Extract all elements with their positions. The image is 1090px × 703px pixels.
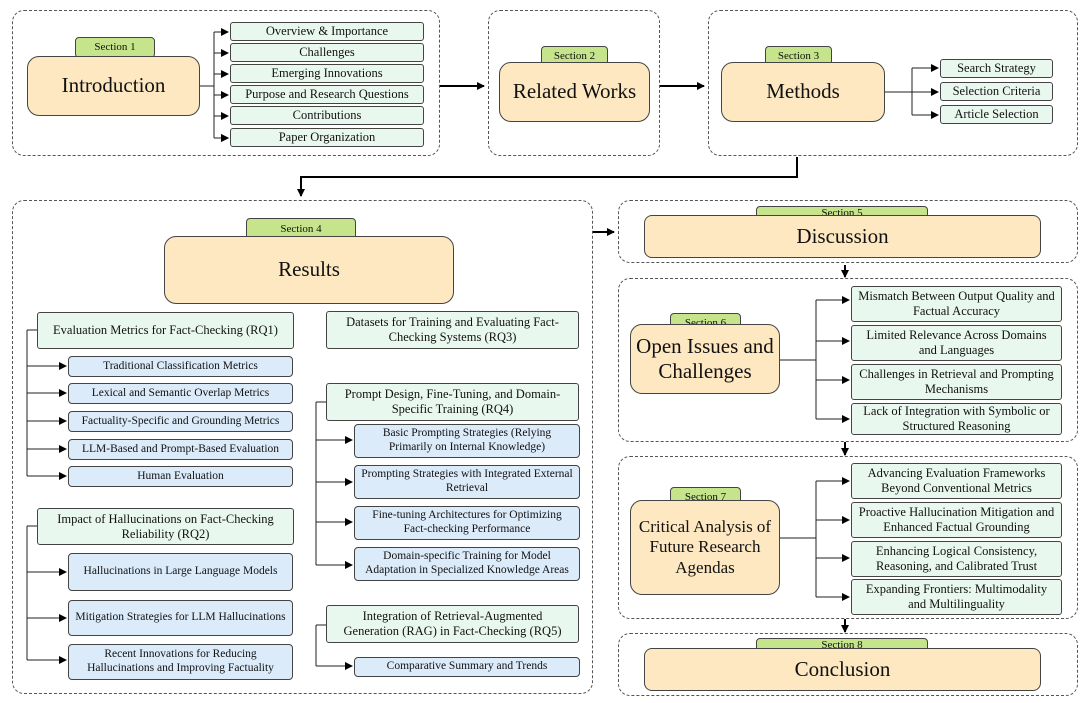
rq5-item: Comparative Summary and Trends [354, 657, 580, 677]
rq1-item: Human Evaluation [68, 466, 293, 487]
introduction-box: Introduction [27, 56, 200, 116]
rq4-item: Domain-specific Training for Model Adapt… [354, 547, 580, 581]
section-1-tag: Section 1 [75, 37, 155, 58]
future-agenda-item: Enhancing Logical Consistency, Reasoning… [851, 541, 1062, 577]
discussion-box: Discussion [644, 215, 1041, 258]
future-agenda-item: Advancing Evaluation Frameworks Beyond C… [851, 463, 1062, 499]
intro-item: Paper Organization [230, 128, 424, 147]
critical-analysis-box: Critical Analysis of Future Research Age… [630, 500, 780, 595]
intro-item: Overview & Importance [230, 22, 424, 41]
section-8-panel [618, 633, 1078, 696]
methods-box: Methods [721, 62, 885, 122]
open-issues-item: Lack of Integration with Symbolic or Str… [851, 403, 1062, 435]
rq2-item: Recent Innovations for Reducing Hallucin… [68, 644, 293, 680]
future-agenda-item: Proactive Hallucination Mitigation and E… [851, 502, 1062, 538]
rq4-item: Prompting Strategies with Integrated Ext… [354, 465, 580, 499]
methods-item: Article Selection [940, 105, 1053, 124]
rq1-item: Lexical and Semantic Overlap Metrics [68, 383, 293, 404]
rq1-item: Factuality-Specific and Grounding Metric… [68, 411, 293, 432]
rq1-item: LLM-Based and Prompt-Based Evaluation [68, 439, 293, 460]
section-1-panel [12, 10, 440, 156]
intro-item: Emerging Innovations [230, 64, 424, 83]
methods-item: Search Strategy [940, 59, 1053, 78]
intro-item: Contributions [230, 106, 424, 125]
section-5-panel [618, 200, 1078, 263]
rq5-heading: Integration of Retrieval-Augmented Gener… [326, 605, 579, 643]
open-issues-item: Challenges in Retrieval and Prompting Me… [851, 364, 1062, 400]
section-6-panel [618, 278, 1078, 442]
related-works-box: Related Works [499, 62, 650, 122]
rq2-item: Mitigation Strategies for LLM Hallucinat… [68, 600, 293, 636]
intro-item: Challenges [230, 43, 424, 62]
rq1-heading: Evaluation Metrics for Fact-Checking (RQ… [37, 312, 294, 349]
results-box: Results [164, 236, 454, 304]
section-2-panel [488, 10, 660, 156]
rq2-item: Hallucinations in Large Language Models [68, 553, 293, 591]
rq4-item: Basic Prompting Strategies (Relying Prim… [354, 424, 580, 458]
section-7-panel [618, 456, 1078, 619]
intro-item: Purpose and Research Questions [230, 85, 424, 104]
future-agenda-item: Expanding Frontiers: Multimodality and M… [851, 579, 1062, 615]
rq4-item: Fine-tuning Architectures for Optimizing… [354, 506, 580, 540]
rq1-item: Traditional Classification Metrics [68, 356, 293, 377]
conclusion-box: Conclusion [644, 648, 1041, 691]
methods-item: Selection Criteria [940, 82, 1053, 101]
open-issues-box: Open Issues and Challenges [630, 324, 780, 394]
section-3-panel [708, 10, 1078, 156]
rq4-heading: Prompt Design, Fine-Tuning, and Domain-S… [326, 383, 579, 421]
open-issues-item: Limited Relevance Across Domains and Lan… [851, 325, 1062, 361]
rq2-heading: Impact of Hallucinations on Fact-Checkin… [37, 508, 294, 545]
open-issues-item: Mismatch Between Output Quality and Fact… [851, 286, 1062, 322]
section-4-panel [12, 200, 593, 694]
rq3-heading: Datasets for Training and Evaluating Fac… [326, 311, 579, 349]
